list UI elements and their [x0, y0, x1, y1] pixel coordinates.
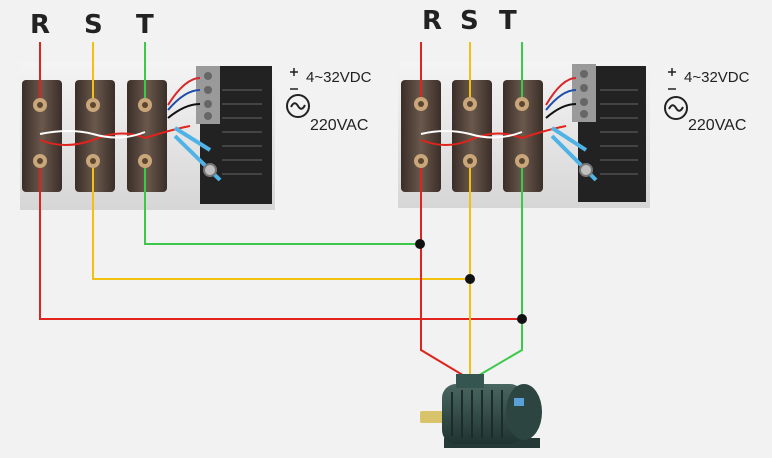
phase-label-s-right: S: [460, 6, 479, 36]
internal-bridge-wiring: [39, 125, 222, 182]
supply-wires: [39, 42, 523, 98]
relay-module-t: [127, 80, 167, 192]
internal-bridge-wiring: [420, 125, 598, 182]
output-wire-r: [39, 168, 522, 320]
heatsink-fins: [600, 89, 638, 175]
controller-unit-left: [20, 62, 275, 210]
ac-voltage-label-left: 220VAC: [310, 117, 369, 134]
motor-shaft: [420, 411, 446, 423]
output-wires: [39, 168, 523, 378]
control-leads: [545, 77, 577, 119]
phase-label-t-right: T: [499, 6, 517, 36]
ac-wave-icon: [286, 94, 310, 118]
dc-ac-symbol-lines: [290, 68, 676, 90]
junction-dot-t: [415, 239, 425, 249]
junction-dots: [415, 239, 527, 324]
output-wire-s: [92, 168, 470, 280]
relay-module-s: [75, 80, 115, 192]
motor-nameplate: [514, 398, 524, 406]
phase-label-s-left: S: [84, 10, 103, 40]
motor-terminal-box: [456, 374, 484, 388]
motor-fan-cover: [506, 384, 542, 440]
ac-voltage-label-right: 220VAC: [688, 117, 747, 134]
heatsink-fins: [222, 89, 262, 175]
output-wire-t: [144, 168, 420, 245]
junction-dot-r: [517, 314, 527, 324]
relay-module-t: [503, 80, 543, 192]
phase-label-r-left: R: [30, 10, 51, 40]
phase-label-r-right: R: [422, 6, 443, 36]
terminal-screws: [204, 72, 212, 120]
controller-unit-right: [398, 62, 650, 208]
dc-voltage-label-left: 4~32VDC: [306, 69, 372, 86]
relay-module-s: [452, 80, 492, 192]
terminal-screws: [580, 70, 588, 118]
dc-voltage-label-right: 4~32VDC: [684, 69, 750, 86]
phase-label-t-left: T: [136, 10, 154, 40]
relay-module-r: [22, 80, 62, 192]
three-phase-motor-icon: [420, 374, 542, 448]
motor-lead-t: [475, 168, 523, 378]
control-leads: [167, 77, 201, 119]
ac-wave-icon: [664, 96, 688, 120]
junction-dot-s: [465, 274, 475, 284]
motor-lead-r: [420, 168, 467, 378]
relay-module-r: [401, 80, 441, 192]
